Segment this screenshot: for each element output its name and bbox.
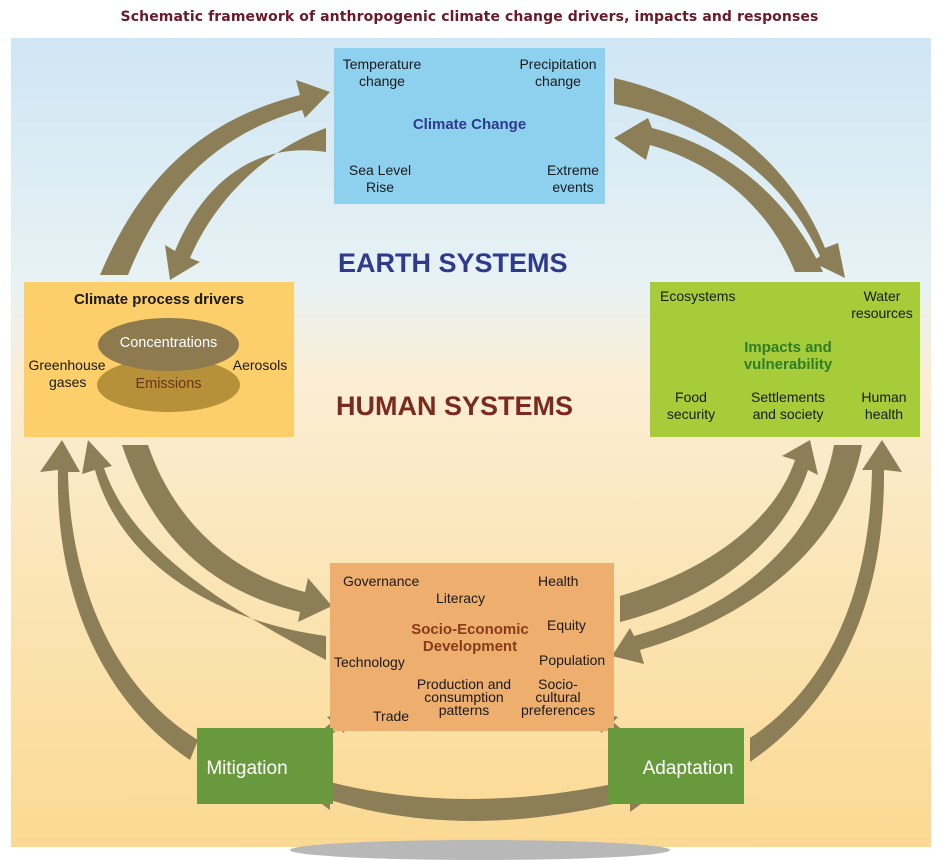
adaptation-box: [608, 728, 744, 804]
extreme-events-label: Extreme events: [530, 162, 616, 196]
greenhouse-gases-label: Greenhouse gases: [24, 357, 110, 391]
food-security-label: Food security: [656, 389, 726, 423]
technology-label: Technology: [334, 654, 405, 670]
arrow-impacts-to-socio: [612, 445, 862, 664]
human-health-line-1: Human: [861, 389, 907, 405]
arrow-impacts-to-climate: [614, 118, 823, 272]
human-health-line-2: health: [864, 406, 904, 422]
socio-economic-box: [330, 563, 614, 731]
arrow-adaptation-to-impacts: [750, 440, 902, 762]
extreme-line-1: Extreme: [546, 162, 600, 178]
settlements-line-2: and society: [752, 406, 824, 422]
arrow-climate-to-drivers: [165, 128, 326, 280]
production-line-3: patterns: [438, 702, 490, 718]
arrow-mitigation-to-drivers: [40, 440, 198, 760]
emissions-label: Emissions: [135, 376, 202, 392]
arrow-drivers-to-socio: [122, 445, 332, 622]
impacts-heading-line-1: Impacts and: [744, 339, 832, 356]
production-consumption-label: Production and consumption patterns: [410, 676, 518, 719]
sea-level-rise-label: Sea Level Rise: [336, 162, 424, 196]
cultural-line-2: cultural: [535, 689, 581, 705]
food-line-2: security: [666, 406, 716, 422]
population-label: Population: [539, 652, 606, 668]
health-label: Health: [538, 573, 579, 589]
literacy-label: Literacy: [436, 590, 486, 606]
human-systems-label: HUMAN SYSTEMS: [336, 391, 574, 421]
production-line-2: consumption: [424, 689, 504, 705]
bottom-shape: [290, 840, 670, 860]
aerosols-label: Aerosols: [232, 357, 288, 373]
ecosystems-label: Ecosystems: [660, 288, 736, 304]
greenhouse-line-2: gases: [49, 374, 87, 390]
temperature-change-label: Temperature change: [336, 56, 428, 90]
adaptation-label: Adaptation: [642, 758, 734, 779]
temperature-line-1: Temperature: [342, 56, 422, 72]
earth-systems-label: EARTH SYSTEMS: [338, 248, 568, 278]
impacts-heading-line-2: vulnerability: [743, 356, 833, 373]
mitigation-label: Mitigation: [206, 758, 288, 779]
arrow-socio-to-impacts: [620, 440, 818, 622]
arrow-drivers-to-climate: [100, 80, 330, 275]
water-line-2: resources: [851, 305, 913, 321]
diagram-title: Schematic framework of anthropogenic cli…: [120, 9, 819, 25]
concentrations-label: Concentrations: [119, 335, 218, 351]
human-health-label: Human health: [852, 389, 916, 423]
arrow-climate-to-impacts: [614, 78, 845, 278]
equity-label: Equity: [547, 617, 586, 633]
settlements-label: Settlements and society: [742, 389, 834, 423]
sea-level-line-1: Sea Level: [348, 162, 412, 178]
impacts-box: [650, 282, 920, 437]
socio-economic-heading: Socio-Economic Development: [382, 621, 558, 655]
trade-label: Trade: [373, 708, 410, 724]
socio-cultural-label: Socio- cultural preferences: [516, 676, 600, 719]
sea-level-line-2: Rise: [365, 179, 394, 195]
food-line-1: Food: [675, 389, 707, 405]
settlements-line-1: Settlements: [751, 389, 825, 405]
climate-change-heading: Climate Change: [412, 116, 527, 133]
arrow-socio-to-drivers: [82, 440, 326, 660]
climate-drivers-heading: Climate process drivers: [73, 291, 245, 308]
governance-label: Governance: [343, 573, 420, 589]
socio-heading-line-2: Development: [422, 638, 518, 655]
socio-heading-line-1: Socio-Economic: [411, 621, 529, 638]
temperature-line-2: change: [359, 73, 405, 89]
production-line-1: Production and: [416, 676, 512, 692]
precipitation-line-2: change: [535, 73, 581, 89]
impacts-heading: Impacts and vulnerability: [650, 339, 926, 373]
cultural-line-1: Socio-: [538, 676, 578, 692]
greenhouse-line-1: Greenhouse: [28, 357, 106, 373]
mitigation-box: [197, 728, 333, 804]
cultural-line-3: preferences: [521, 702, 595, 718]
precipitation-change-label: Precipitation change: [510, 56, 606, 90]
water-resources-label: Water resources: [842, 288, 922, 322]
arrow-mitigation-adaptation: [300, 770, 660, 821]
precipitation-line-1: Precipitation: [519, 56, 597, 72]
extreme-line-2: events: [552, 179, 594, 195]
concentrations-ellipse: [98, 318, 239, 371]
water-line-1: Water: [863, 288, 901, 304]
climate-change-box: [334, 48, 605, 204]
